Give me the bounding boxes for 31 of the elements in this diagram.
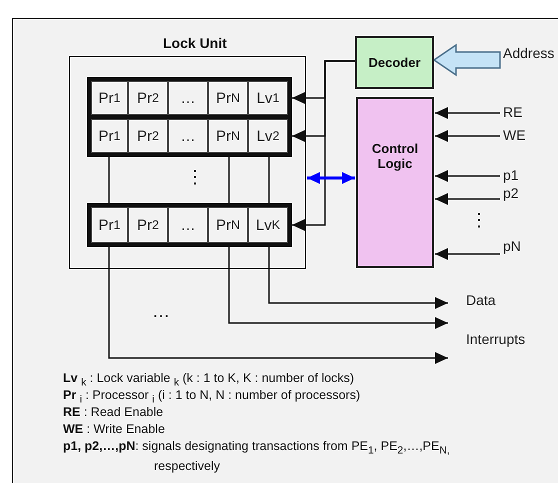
signal-label: Address <box>503 45 554 61</box>
key-entry: RE : Read Enable <box>63 405 164 419</box>
double-arrow <box>307 172 355 184</box>
ellipsis: … <box>152 302 170 320</box>
block-arrow <box>432 44 501 76</box>
vertical-ellipsis: ⋮ <box>470 211 488 229</box>
arrow <box>435 248 500 260</box>
arrow <box>435 107 500 119</box>
arrow <box>435 130 500 142</box>
register-cell: … <box>168 207 208 243</box>
signal-label: WE <box>503 127 526 143</box>
arrow <box>292 60 355 231</box>
vertical-ellipsis: ⋮ <box>186 168 204 186</box>
signal-label: p2 <box>503 185 519 201</box>
key-entry: Pr $_{i}$ : Processor $_{i}$ (i : 1 to N, N : number of processors) <box>63 388 362 406</box>
register-cell: … <box>168 119 208 153</box>
signal-label: pN <box>503 238 521 254</box>
register-cell: … <box>168 81 208 115</box>
signal-label: RE <box>503 104 522 120</box>
signal-label: p1 <box>503 167 519 183</box>
key-entry: Lv $_{k}$ : Lock variable $_{k}$ (k : 1 to K, K : number of locks) <box>63 371 356 388</box>
key-entry: p1, p2,…,pN: signals designating transactions from PE$_{1}$, PE$_{2}$,…,PE$_{N,}$ respectively <box>63 439 451 474</box>
signal-label: Data <box>466 292 496 308</box>
arrow <box>435 193 500 205</box>
register-row <box>87 203 292 247</box>
arrow <box>435 170 500 182</box>
key-entry: WE : Write Enable <box>63 422 166 436</box>
decoder-block: Decoder <box>355 36 434 89</box>
signal-label: Interrupts <box>466 331 526 347</box>
control-logic-block: Control Logic <box>356 97 434 268</box>
unit-title: Lock Unit <box>163 35 227 51</box>
